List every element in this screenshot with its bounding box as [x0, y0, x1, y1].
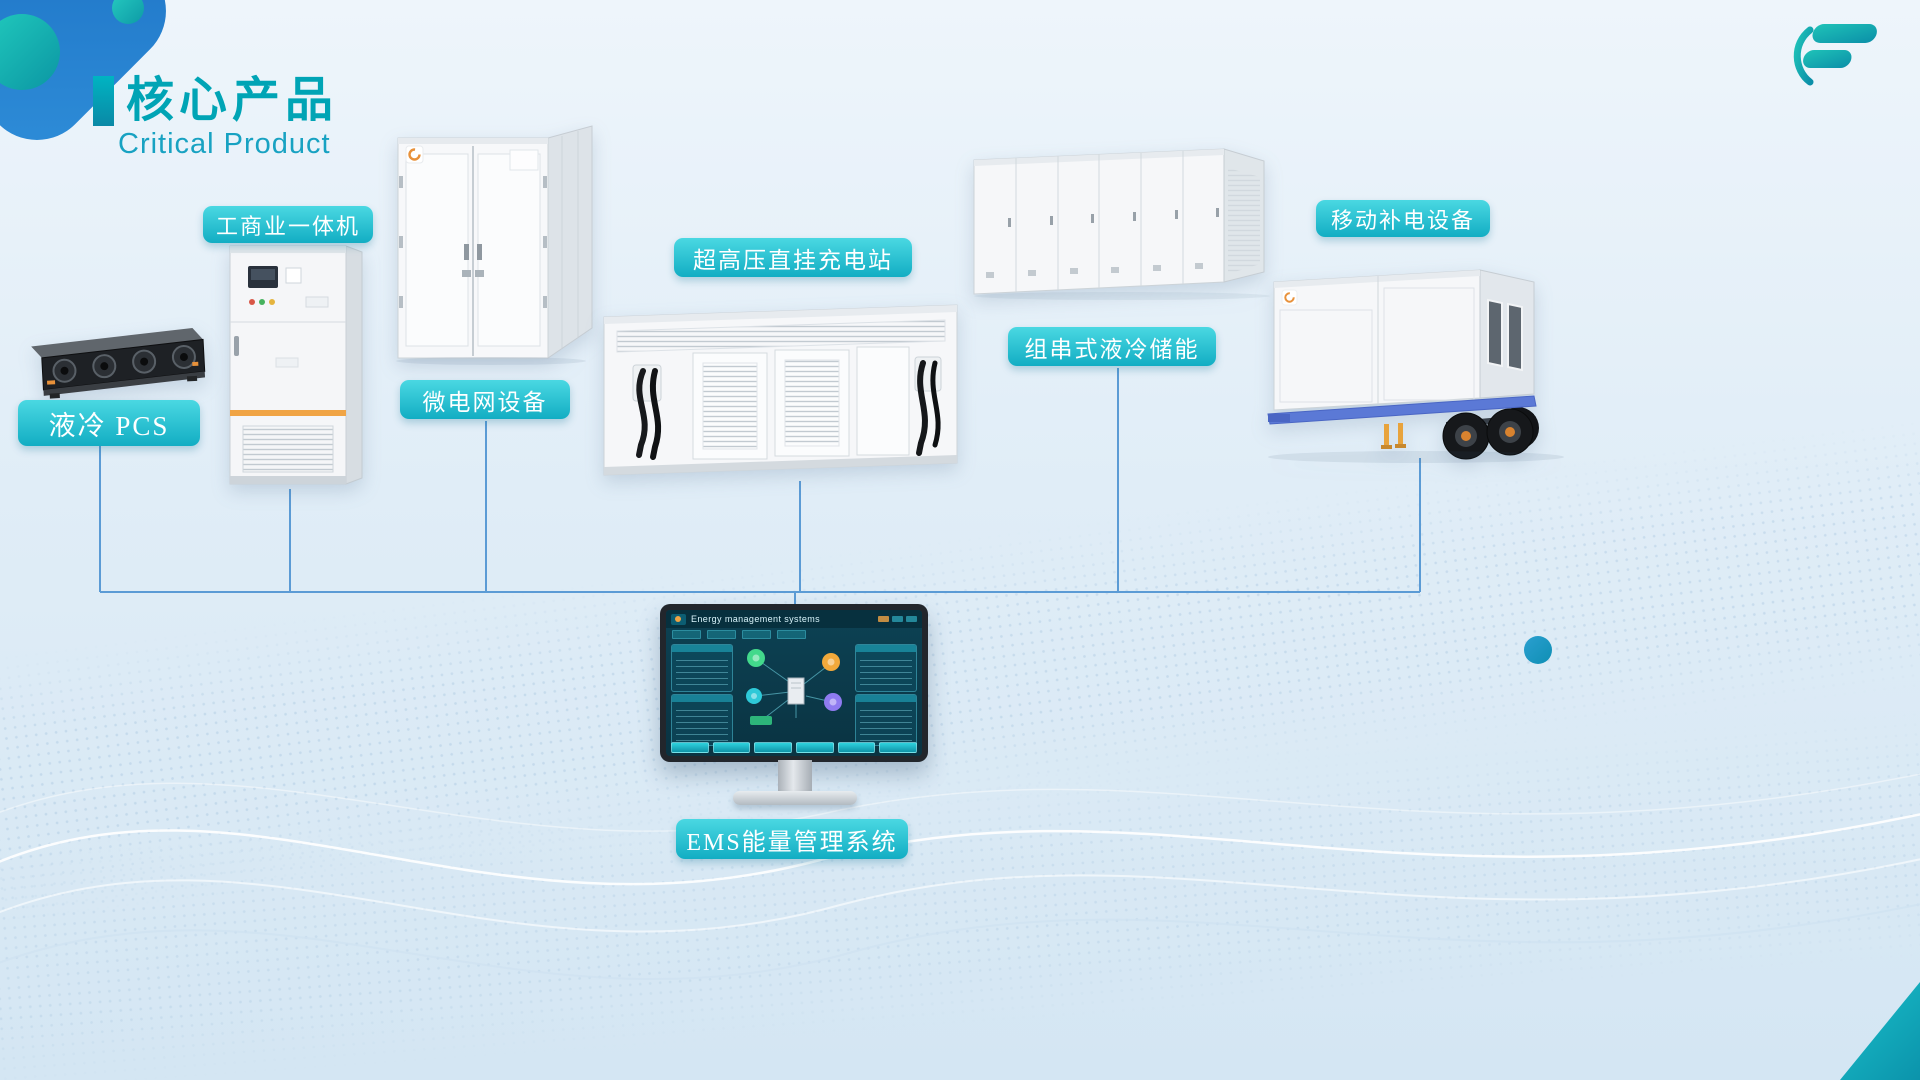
product-label-pcs: 液冷 PCS	[18, 400, 200, 446]
bottom-right-corner-shape	[1840, 982, 1920, 1080]
page-title: 核心产品	[126, 74, 339, 127]
mobile-power-trailer-image	[1267, 269, 1564, 463]
ems-screen-title: Energy management systems	[691, 614, 821, 624]
ems-mode-bar	[666, 628, 922, 641]
title-accent-bar	[93, 76, 114, 126]
ems-monitor: Energy management systems	[660, 604, 928, 762]
all-in-one-cabinet-image	[229, 245, 363, 485]
dotted-wave-pattern	[0, 688, 1920, 1080]
product-label-microgrid: 微电网设备	[400, 380, 570, 419]
product-label-mobile-power: 移动补电设备	[1316, 200, 1490, 237]
ems-screen: Energy management systems	[666, 610, 922, 756]
monitor-stand-base	[733, 791, 857, 805]
ems-logo-icon	[671, 613, 686, 625]
right-edge-dot	[1524, 636, 1552, 664]
brand-logo-icon	[1793, 24, 1877, 86]
ems-header-indicators	[878, 616, 917, 622]
pcs-device-image	[31, 328, 206, 399]
ems-bottom-buttons	[671, 742, 918, 753]
background-wave-lines	[0, 773, 1920, 981]
charging-station-image	[603, 304, 958, 476]
page-subtitle: Critical Product	[118, 128, 331, 160]
ems-panel-right-bottom	[855, 694, 917, 746]
ems-panel-right-top	[855, 644, 917, 692]
ems-flow-diagram	[746, 649, 842, 725]
ems-panel-left-bottom	[671, 694, 733, 746]
microgrid-container-image	[396, 125, 593, 365]
product-label-hv-charging: 超高压直挂充电站	[674, 238, 912, 277]
product-label-ems: EMS能量管理系统	[676, 819, 908, 859]
string-storage-image	[973, 148, 1270, 300]
product-label-all-in-one: 工商业一体机	[203, 206, 373, 243]
monitor-stand-neck	[778, 760, 812, 794]
ems-screen-header: Energy management systems	[666, 610, 922, 628]
ems-panel-left-top	[671, 644, 733, 692]
corner-teal-circle	[0, 14, 60, 90]
product-label-string-storage: 组串式液冷储能	[1008, 327, 1216, 366]
